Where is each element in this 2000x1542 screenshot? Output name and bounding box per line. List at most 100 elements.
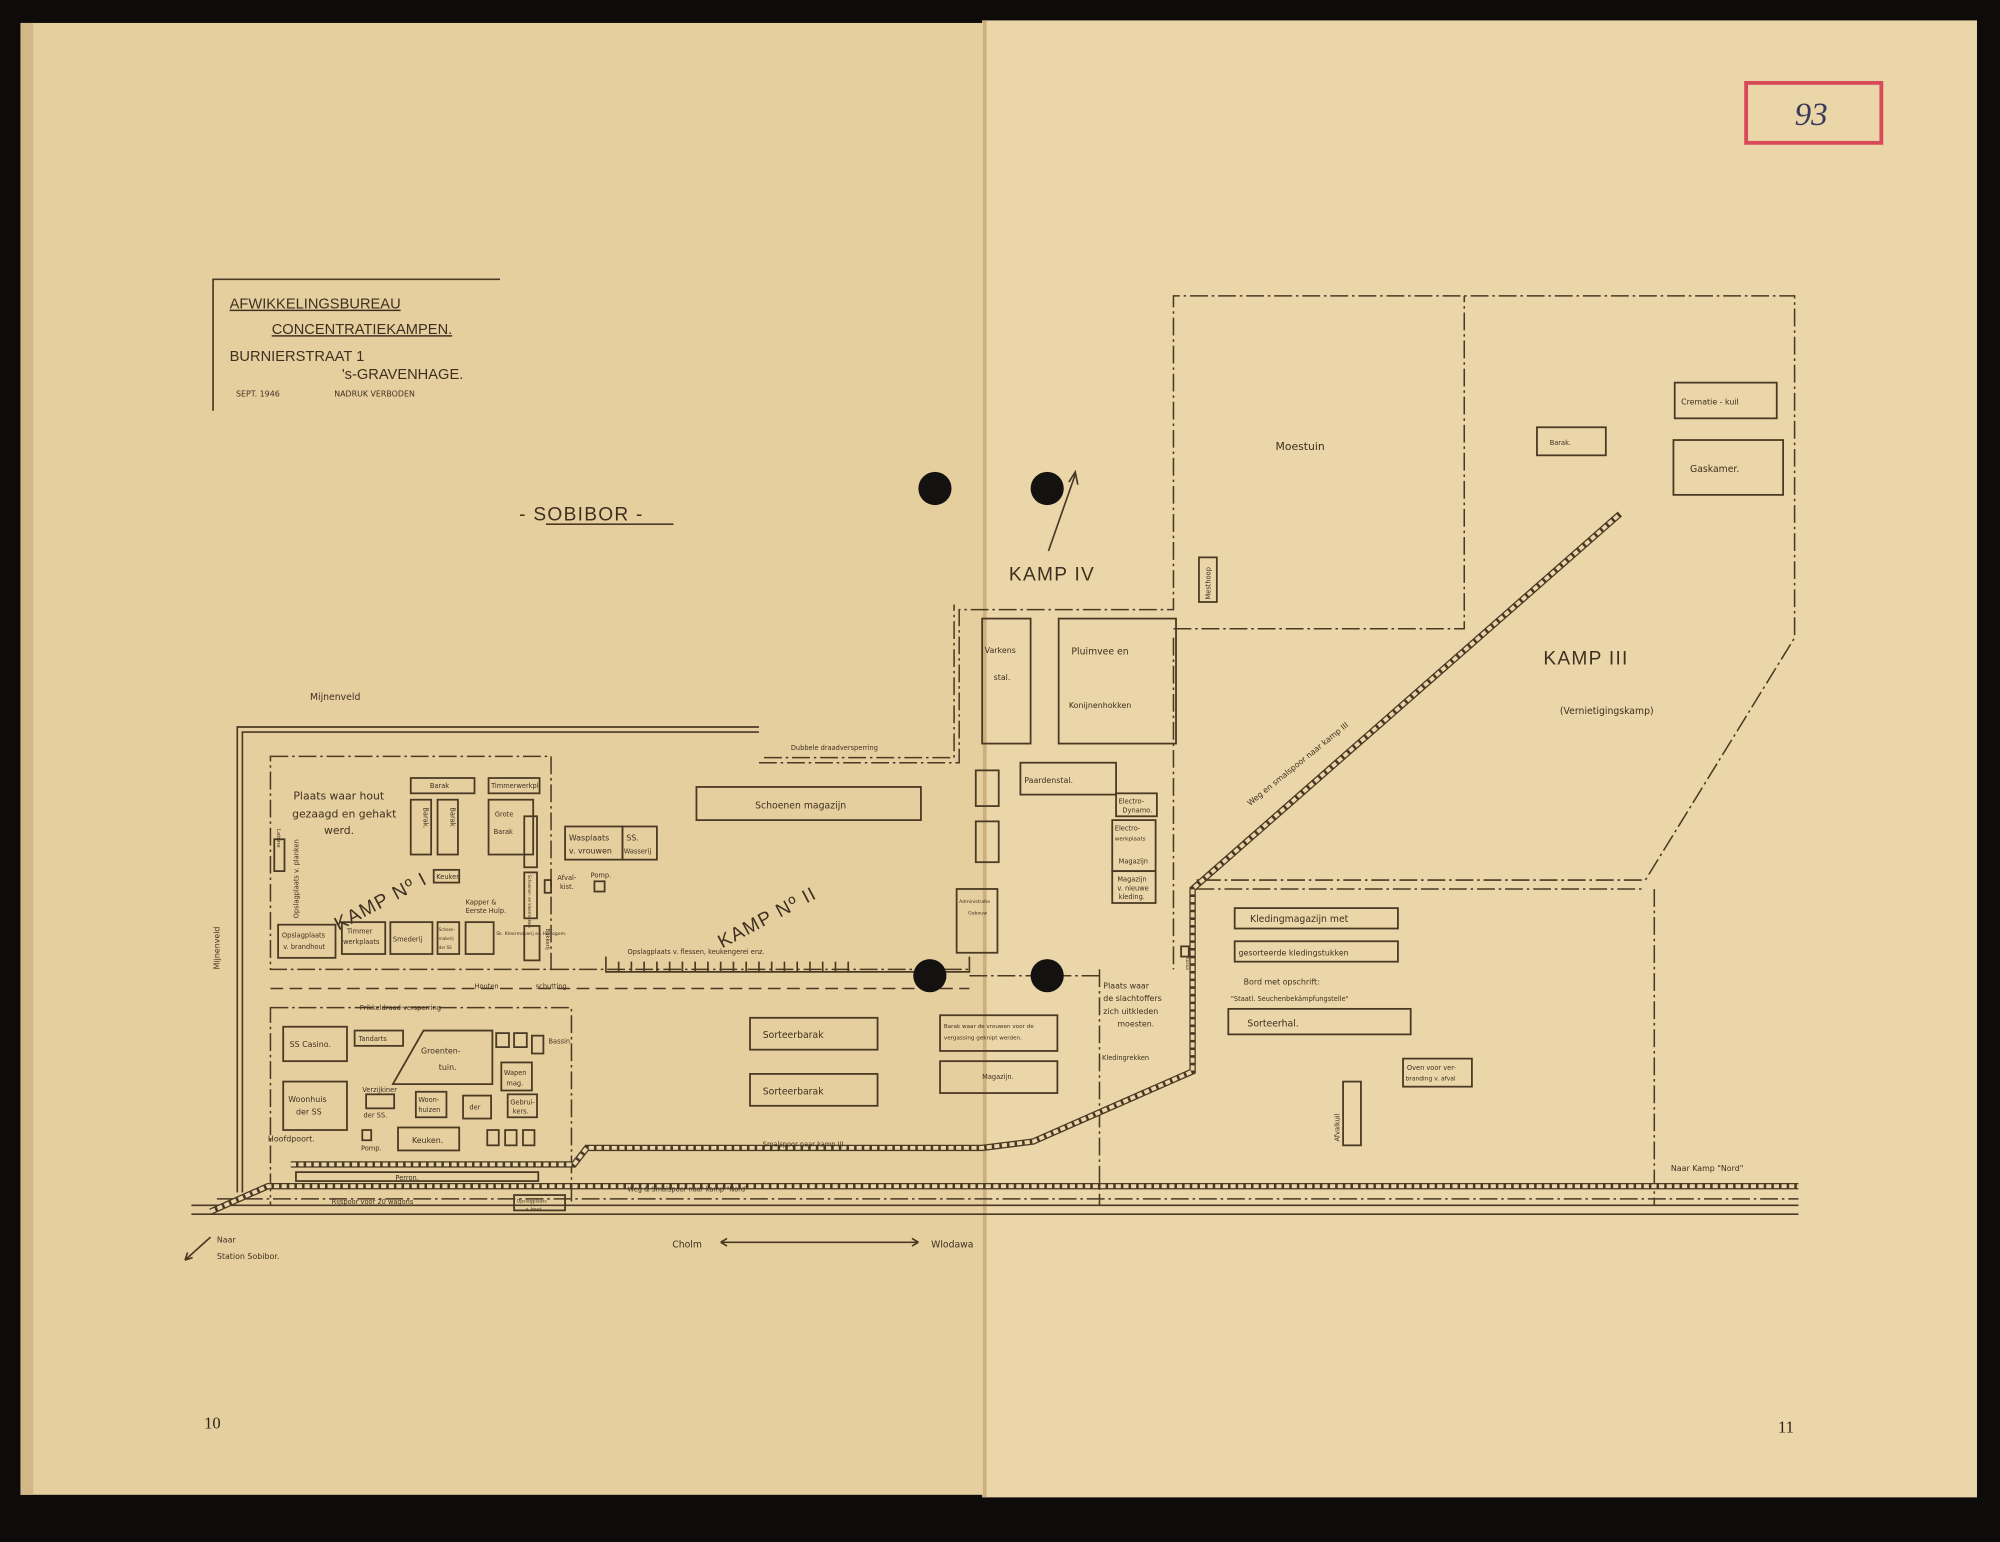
main-gate-label: Hoofdpoort.	[268, 1135, 315, 1144]
sign-label-1: Bord met opschrift:	[1244, 978, 1320, 987]
cash-office: Kassa	[1184, 957, 1190, 971]
bottle-storage-label: Opslagplaats v. flessen, keukengerei enz…	[628, 948, 765, 956]
wood-storage-1: Opslagplaats	[517, 1199, 548, 1205]
dentist: Tandarts	[357, 1035, 387, 1043]
map-title: - SOBIBOR -	[519, 504, 644, 525]
cremation-pit: Crematie - kuil	[1681, 397, 1739, 406]
weapons-store-1: Wapen	[504, 1069, 527, 1077]
carpentry-yard: Timmerwerkpl.	[490, 782, 541, 790]
binder-holes	[913, 471, 1064, 993]
large-barrack-2: Barak	[494, 828, 513, 836]
vegetable-garden-1: Groenten-	[421, 1047, 461, 1056]
issue-date: SEPT. 1946	[236, 390, 280, 399]
issuer-block: AFWIKKELINGSBUREAU CONCENTRATIEKAMPEN. B…	[212, 278, 501, 411]
sorting-barrack-2: Sorteerbarak	[763, 1086, 824, 1097]
shoe-tailor-workshop: Schoenen- en kleermakers	[527, 875, 532, 928]
page-number-left: 10	[204, 1413, 221, 1432]
women-barrack-1: Barak waar de vrouwen voor de	[944, 1024, 1034, 1030]
ss-laundry-1: SS.	[626, 834, 639, 843]
reprint-notice: NADRUK VERBODEN	[334, 390, 415, 399]
sorting-hall: Sorteerhal.	[1247, 1019, 1298, 1030]
cholm-label: Cholm	[672, 1239, 702, 1250]
stamp-number: 93	[1795, 96, 1828, 133]
fences	[191, 295, 1799, 1216]
to-kamp-nord-label: Naar Kamp "Nord"	[1671, 1164, 1744, 1173]
electro-workshop-2: werkplaats	[1115, 837, 1146, 843]
waste-bin	[543, 879, 552, 894]
to-station-label-2: Station Sobibor.	[217, 1252, 279, 1261]
right-page	[982, 20, 1977, 1498]
wood-yard-line-3: werd.	[324, 824, 354, 837]
firewood-storage-1: Opslagplaats	[282, 931, 326, 939]
issuer-address: BURNIERSTRAAT 1	[230, 349, 365, 365]
double-wire-label: Dubbele draadversperring	[791, 744, 878, 752]
shoemaker-2: makerij	[439, 936, 454, 941]
barber-label-2: Eerste Hulp.	[466, 907, 507, 915]
buildings: Barak Timmerwerkpl. Barak. Barak GroteBa…	[273, 381, 1785, 1212]
undressing-area-1: Plaats waar	[1103, 981, 1149, 990]
barak-top: Barak	[430, 782, 449, 790]
administration-2: Gebouw	[968, 910, 987, 916]
der-label: der	[469, 1104, 480, 1112]
storehouse-ii: Magazijn.	[982, 1073, 1014, 1081]
kamp-iii-subtitle: (Vernietigingskamp)	[1560, 706, 1654, 717]
carpentry-1: Timmer	[346, 928, 373, 936]
siding-label: Rijspoor voor 20 wagons	[332, 1198, 414, 1206]
undressing-area-4: moesten.	[1117, 1020, 1154, 1029]
vegetable-garden-label: Moestuin	[1275, 440, 1324, 453]
wood-yard-line-2: gezaagd en gehakt	[292, 808, 396, 821]
storehouse: Magazijn	[1119, 857, 1148, 865]
administration-1: Administratie	[959, 899, 990, 905]
vegetable-garden-2: tuin.	[439, 1063, 457, 1072]
planks-storage-label: Opslagplaats v. planken	[293, 839, 301, 918]
basin-label: Bassin	[548, 1037, 570, 1045]
manure-heap: Mesthoop	[1204, 567, 1212, 599]
barak-vertical-2: Barak	[448, 807, 456, 826]
wood-storage-2: v. hout	[526, 1206, 542, 1212]
electro-workshop-1: Electro-	[1115, 824, 1141, 832]
der-ss-label: der SS.	[364, 1111, 388, 1119]
ss-laundry-2: Wasserij	[624, 847, 652, 855]
new-clothes-3: kleding.	[1119, 893, 1145, 901]
minefield-label-side: Mijnenveld	[212, 927, 221, 970]
pigsty-1: Varkens	[985, 646, 1016, 655]
railways	[209, 511, 1799, 1215]
poultry-2: Konijnenhokken	[1069, 701, 1131, 710]
page-number-right: 11	[1778, 1417, 1794, 1436]
wooden-fence-label-1: Houten	[475, 982, 499, 990]
issuer-line-2: CONCENTRATIEKAMPEN.	[272, 322, 453, 338]
barak-vertical-1: Barak.	[422, 807, 430, 828]
residences-2: huizen	[418, 1106, 440, 1114]
left-page	[20, 22, 986, 1495]
wooden-fence-label-2: schutting	[536, 982, 567, 990]
undressing-area-2: de slachtoffers	[1103, 994, 1161, 1003]
pump-label-ss: Pomp.	[361, 1144, 382, 1152]
users-1: Gebrui-	[510, 1099, 535, 1107]
issuer-line-1: AFWIKKELINGSBUREAU	[230, 297, 401, 313]
bakery: Bakkerij	[544, 929, 550, 950]
wood-yard-line-1: Plaats waar hout	[293, 790, 384, 803]
horse-stable: Paardenstal.	[1024, 776, 1073, 785]
gas-chamber: Gaskamer.	[1690, 464, 1739, 475]
firewood-storage-2: v. brandhout	[283, 943, 325, 951]
carpentry-2: werkplaats	[343, 938, 380, 946]
women-barrack-2: vergassing geknipt werden.	[944, 1035, 1022, 1041]
kitchen-kamp-i: Keuken	[436, 873, 460, 881]
road-to-nord-label: Weg & Smalspoor naar kamp "Nord"	[628, 1185, 749, 1193]
shoemaker-1: Schoen-	[439, 927, 456, 932]
ss-casino: SS Casino.	[290, 1040, 331, 1049]
sign-label-2: "Staatl. Seuchenbekämpfungstelle"	[1231, 995, 1349, 1003]
incinerator-2: branding v. afval	[1406, 1075, 1456, 1082]
weapons-store-2: mag.	[506, 1079, 523, 1087]
clothing-store-2: gesorteerde kledingstukken	[1239, 948, 1349, 957]
poultry-1: Pluimvee en	[1071, 646, 1128, 657]
barber-label-1: Kapper &	[466, 898, 497, 906]
wlodawa-label: Wlodawa	[931, 1239, 973, 1250]
barbed-wire-label: Prikkeldraad-versperring	[360, 1004, 441, 1012]
users-2: kers.	[513, 1107, 529, 1115]
dynamo-2: Dynamo.	[1122, 806, 1152, 814]
archive-stamp: 93	[1744, 80, 1884, 145]
storage-rack	[617, 961, 850, 972]
